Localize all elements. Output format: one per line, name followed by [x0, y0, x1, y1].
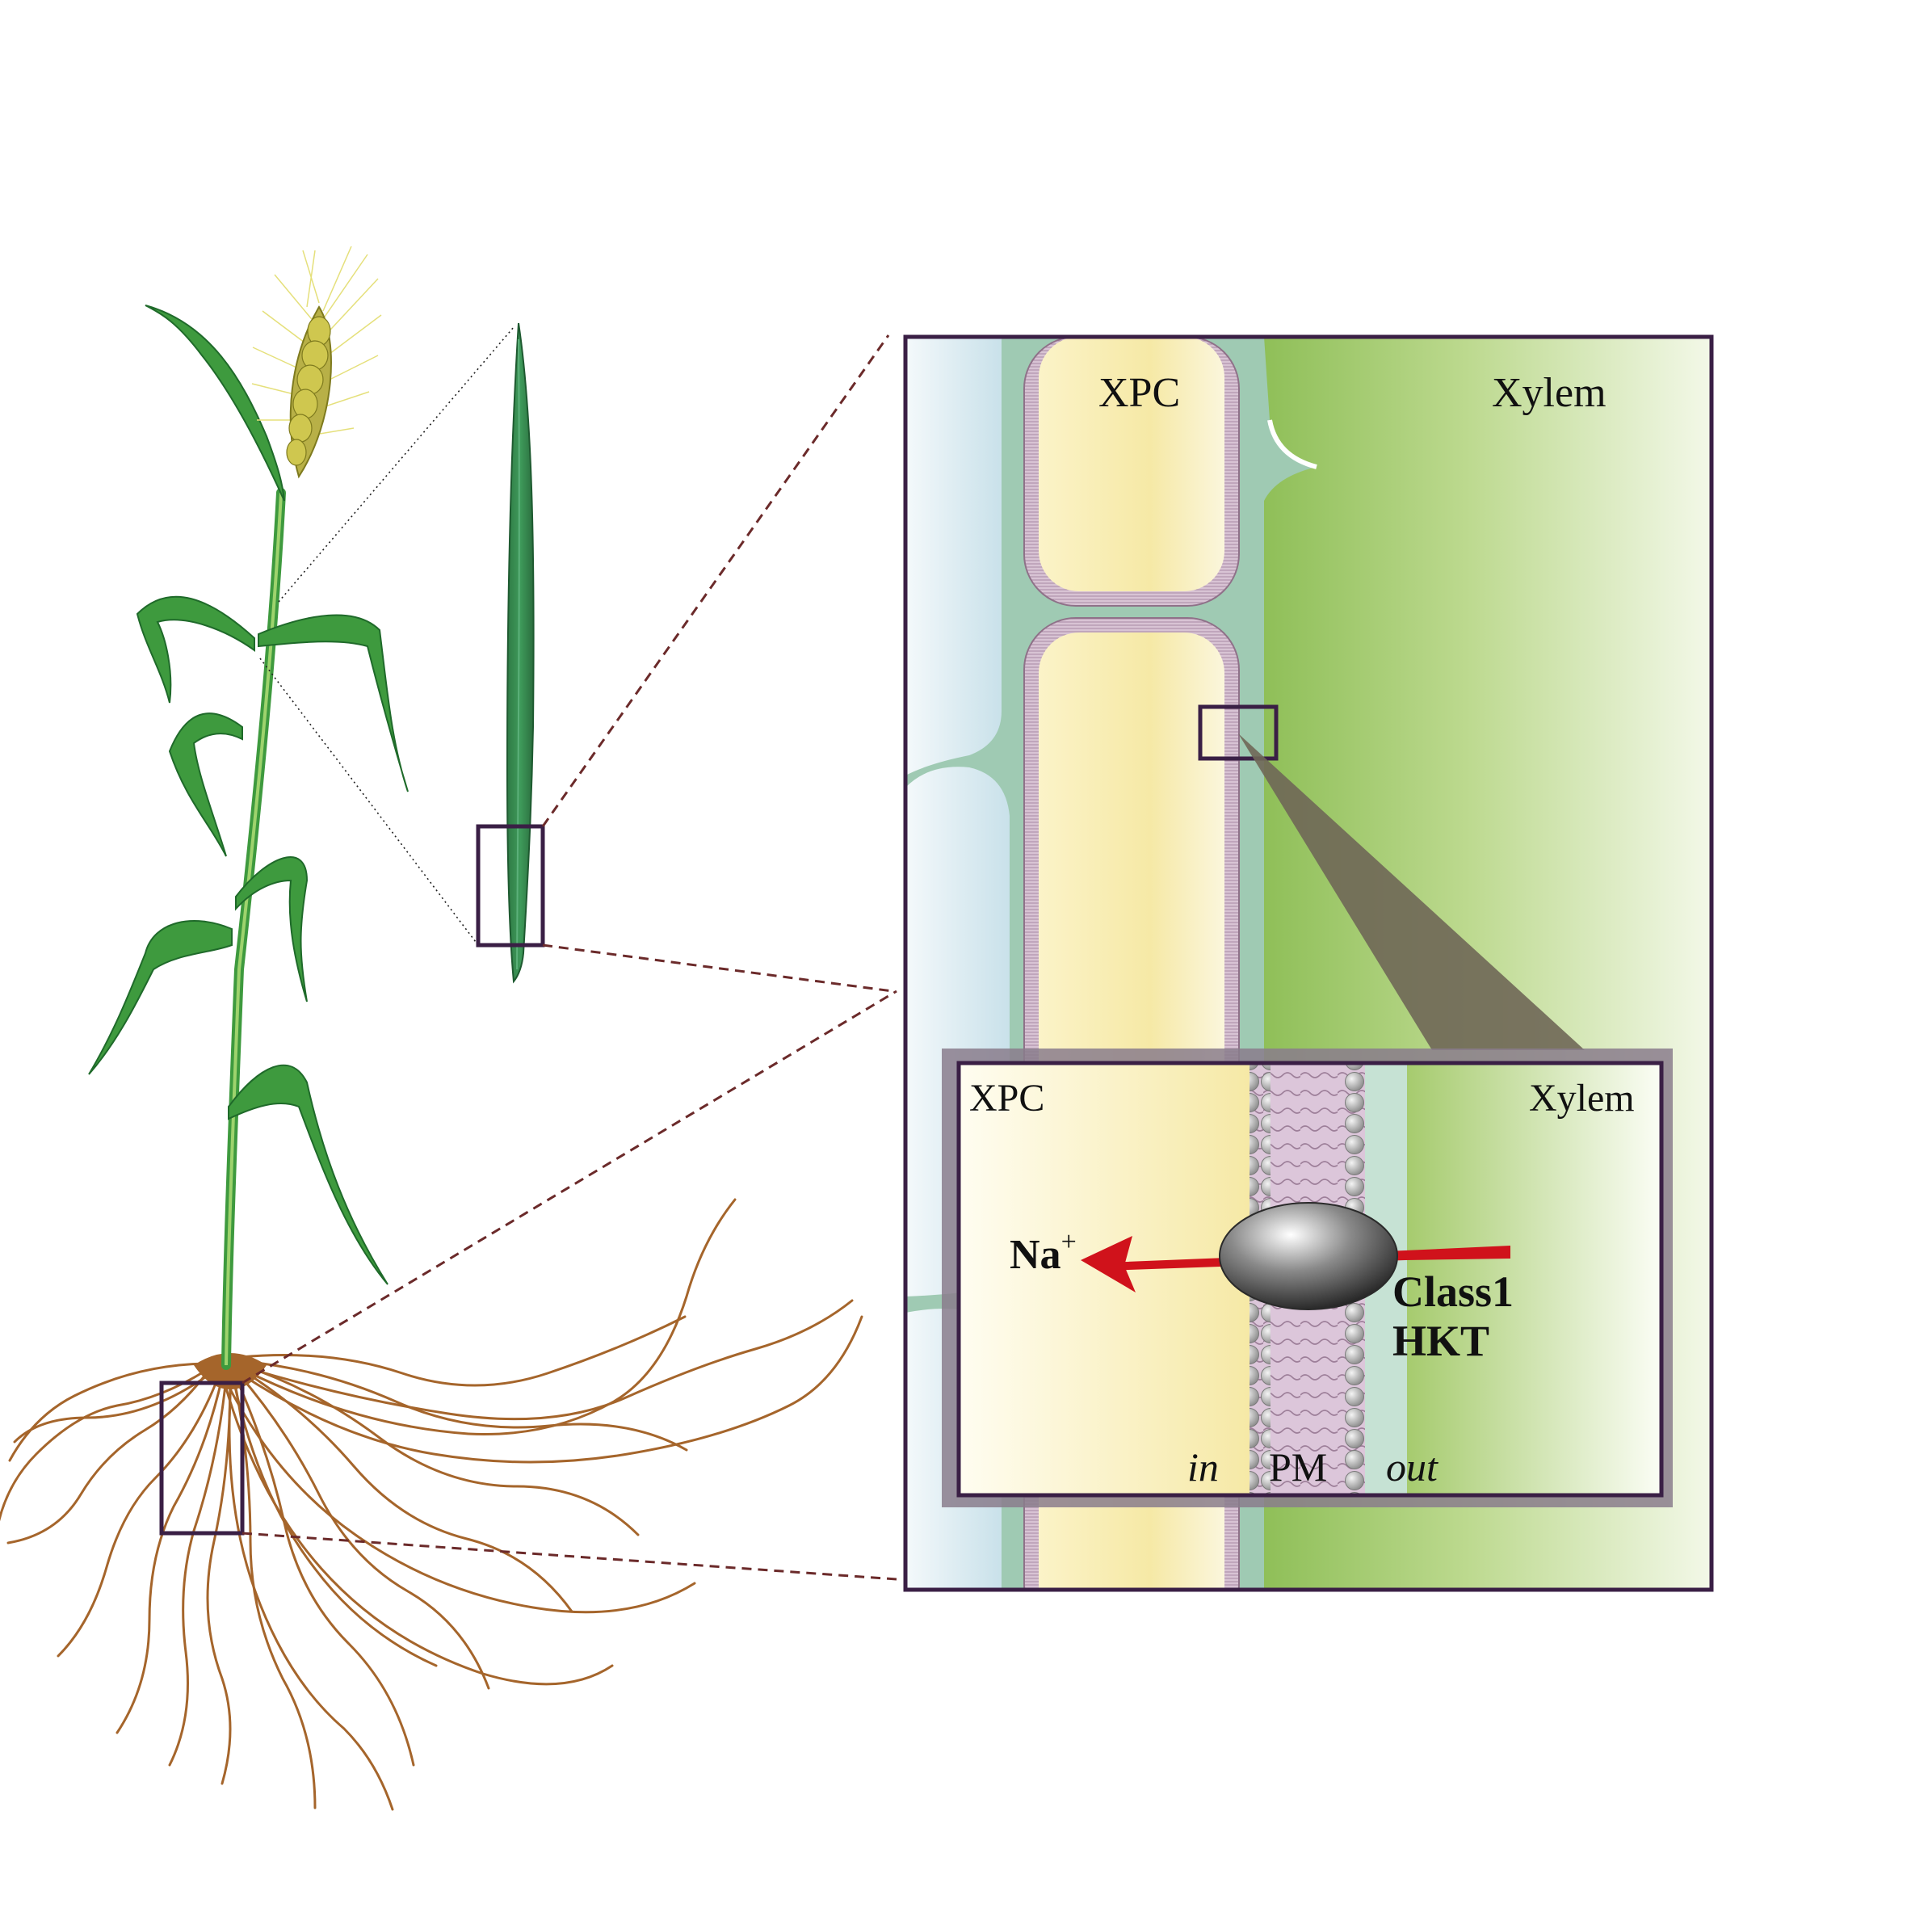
- wheat-plant-illustration: [0, 246, 897, 1811]
- membrane-zoom-box: [1198, 704, 1279, 761]
- inset-xpc-label: XPC: [969, 1077, 1044, 1120]
- sodium-ion-label: Na+: [1010, 1227, 1077, 1278]
- dotted-leader-lines: [259, 326, 514, 946]
- inset-xpc-region: [959, 1063, 1250, 1495]
- leaves: [88, 305, 409, 1285]
- root-zoom-box: [159, 1381, 245, 1536]
- transporter-class-label: Class1: [1392, 1267, 1514, 1316]
- blade-sheath-zoom-box: [476, 824, 545, 948]
- main-xylem-label: Xylem: [1492, 370, 1606, 416]
- inset-frame: [956, 1061, 1664, 1498]
- leaf-blade: [506, 322, 535, 984]
- xpc-cell-upper: [1039, 337, 1224, 591]
- plasma-membrane-label: PM: [1269, 1444, 1327, 1490]
- transporter-family-label: HKT: [1392, 1317, 1489, 1365]
- magnification-wedge: [1238, 733, 1585, 1050]
- root-system: [0, 1198, 863, 1811]
- sodium-charge-superscript: +: [1061, 1227, 1077, 1257]
- left-cortex-cells: [905, 337, 1002, 775]
- inside-label: in: [1187, 1444, 1219, 1490]
- dashed-leader-lines: [242, 334, 897, 1581]
- main-xpc-label: XPC: [1098, 370, 1180, 416]
- outside-label: out: [1386, 1444, 1438, 1490]
- main-panel-frame: [903, 334, 1714, 1592]
- inset-xylem-region: [1407, 1063, 1661, 1495]
- inset-xylem-label: Xylem: [1529, 1077, 1635, 1120]
- membrane-inset-panel: XPC Xylem Na+ Class1 HKT in PM out: [942, 1049, 1673, 1507]
- hkt-transporter-protein: [1219, 1202, 1398, 1310]
- wheat-ear: [251, 246, 382, 479]
